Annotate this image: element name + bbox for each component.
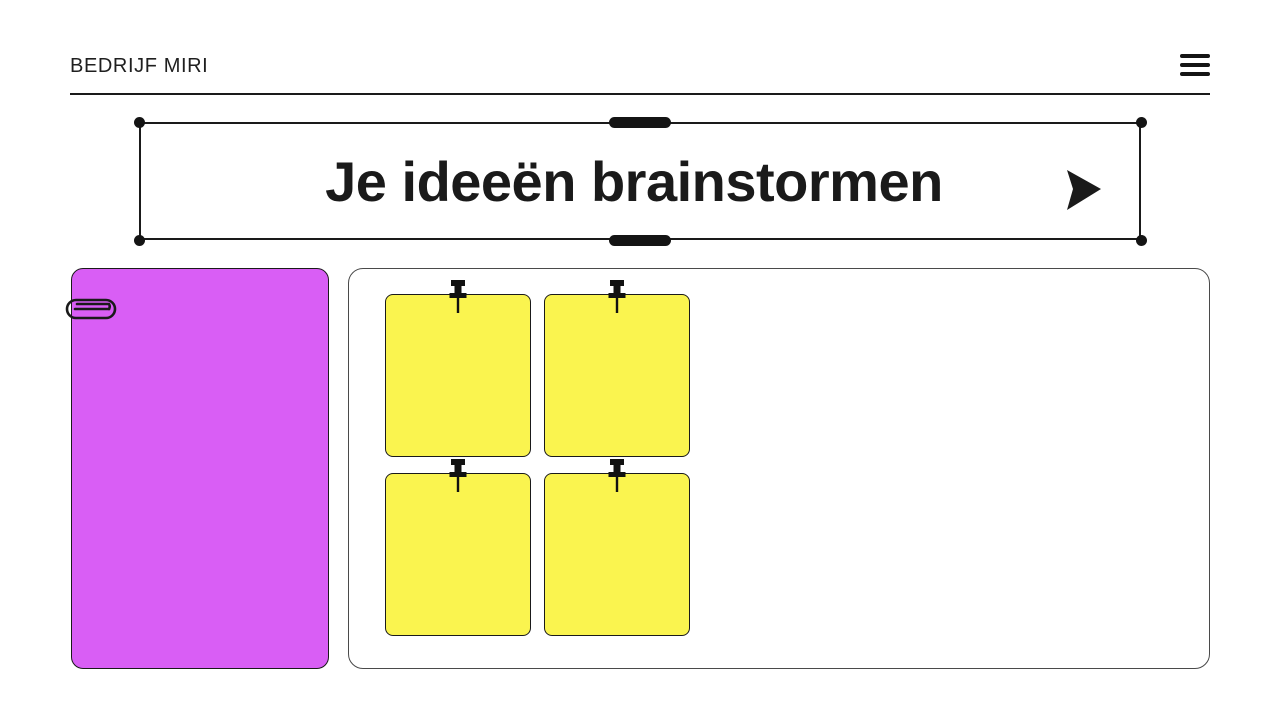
sticky-notes-grid — [385, 280, 690, 636]
attachment-card[interactable] — [71, 268, 329, 669]
resize-handle-top-right[interactable] — [1135, 116, 1147, 128]
header-divider — [70, 93, 1210, 95]
slide-title-text[interactable]: Je ideeën brainstormen — [325, 149, 943, 213]
sticky-note[interactable] — [385, 280, 531, 457]
resize-handle-bottom-center[interactable] — [609, 234, 671, 246]
frame-line-right — [1139, 122, 1141, 240]
play-triangle-icon[interactable] — [1063, 168, 1103, 212]
frame-line-left — [139, 122, 141, 240]
sticky-note[interactable] — [544, 280, 690, 457]
hamburger-bar — [1180, 63, 1210, 67]
pushpin-icon — [449, 280, 467, 313]
title-selection-frame[interactable]: Je ideeën brainstormen — [133, 116, 1147, 246]
pushpin-icon — [608, 280, 626, 313]
paperclip-icon[interactable] — [65, 297, 117, 321]
page-title: BEDRIJF MIRI — [70, 55, 209, 77]
sticky-note[interactable] — [544, 459, 690, 636]
app-header: BEDRIJF MIRI — [70, 46, 1210, 96]
resize-handle-bottom-left[interactable] — [133, 234, 145, 246]
resize-handle-top-left[interactable] — [133, 116, 145, 128]
pushpin-icon — [449, 459, 467, 492]
hamburger-menu-icon[interactable] — [1180, 52, 1210, 78]
hamburger-bar — [1180, 72, 1210, 76]
pushpin-icon — [608, 459, 626, 492]
hamburger-bar — [1180, 54, 1210, 58]
sticky-note[interactable] — [385, 459, 531, 636]
resize-handle-top-center[interactable] — [609, 116, 671, 128]
board-panel — [348, 268, 1210, 669]
resize-handle-bottom-right[interactable] — [1135, 234, 1147, 246]
